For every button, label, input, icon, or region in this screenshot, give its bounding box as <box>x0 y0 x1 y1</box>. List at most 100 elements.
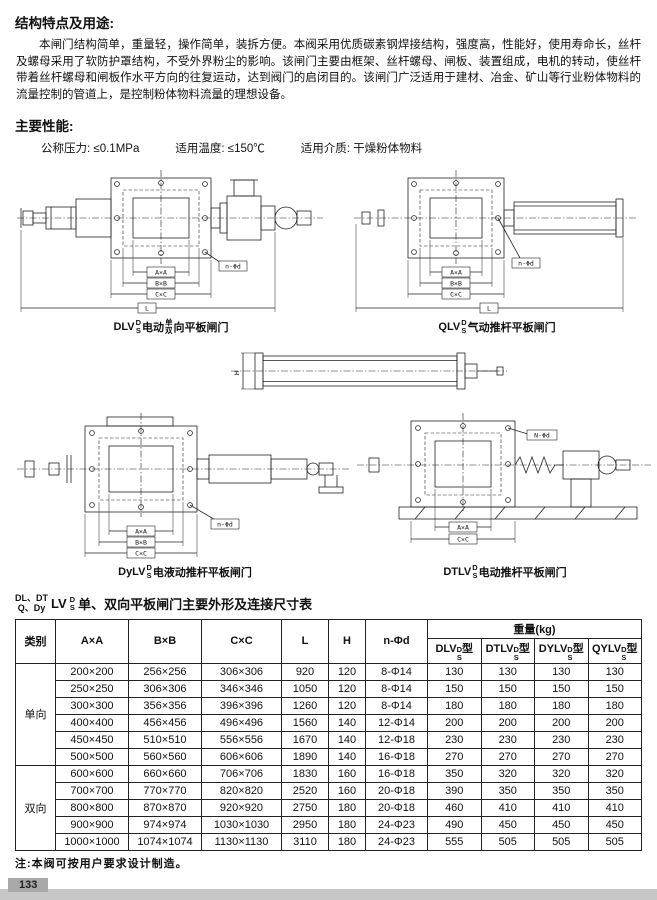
dim-cell: 820×820 <box>201 781 282 800</box>
bxb-label: B×B <box>135 539 147 547</box>
height-dimension: H <box>233 352 255 390</box>
dim-cell: 2750 <box>281 798 329 817</box>
dim-cell: 700×700 <box>55 781 129 800</box>
valve-body-outline <box>357 413 651 520</box>
dimension-lines: A×A B×B C×C L <box>20 230 276 314</box>
dim-cell: 450 <box>587 815 642 834</box>
dim-cell: 555 <box>427 832 482 851</box>
dim-cell: 1260 <box>281 696 329 715</box>
bolt-callout: n-Φd <box>204 251 248 272</box>
bolt-callout: n-Φd <box>497 217 541 269</box>
col-axa: A×A <box>55 619 129 664</box>
dim-cell: 974×974 <box>128 815 202 834</box>
col-nphid: n-Φd <box>365 619 428 664</box>
n-phi-d-label: n-Φd <box>225 263 241 271</box>
dimension-lines: A×A B×B C×C L <box>355 224 624 314</box>
dim-cell: 410 <box>480 798 535 817</box>
dim-cell: 505 <box>480 832 535 851</box>
section-title-performance: 主要性能: <box>15 119 74 134</box>
dim-cell: 1000×1000 <box>55 832 129 851</box>
dim-cell: 300×300 <box>55 696 129 715</box>
figure-dylv: n-Φd A×A B×B C×C DyLV <box>15 411 355 580</box>
dim-cell: 160 <box>328 781 366 800</box>
spec-medium: 适用介质: 干燥粉体物料 <box>300 143 423 155</box>
n-phi-d-label: n-Φd <box>217 521 233 529</box>
cxc-label: C×C <box>450 291 462 299</box>
dim-cell: 130 <box>587 662 642 681</box>
dim-cell: 560×560 <box>128 747 202 766</box>
dim-cell: 120 <box>328 679 366 698</box>
qlv-valve-drawing: n-Φd A×A B×B C×C <box>354 170 638 314</box>
dim-cell: 180 <box>328 815 366 834</box>
dim-cell: 1074×1074 <box>128 832 202 851</box>
dim-cell: 800×800 <box>55 798 129 817</box>
dim-cell: 390 <box>427 781 482 800</box>
valve-body-outline <box>17 413 351 517</box>
dim-cell: 320 <box>534 764 589 783</box>
h-label: H <box>233 371 241 375</box>
dim-cell: 230 <box>480 730 535 749</box>
dim-cell: 180 <box>328 798 366 817</box>
axa-label: A×A <box>155 269 167 277</box>
cylinder-drawing: H <box>230 352 507 390</box>
dim-cell: 450 <box>480 815 535 834</box>
valve-body-outline <box>354 170 638 264</box>
dim-cell: 306×306 <box>201 662 282 681</box>
category-cell: 单向 <box>15 662 56 766</box>
dim-cell: 200 <box>587 713 642 732</box>
axa-label: A×A <box>457 524 469 532</box>
dim-cell: 500×500 <box>55 747 129 766</box>
dim-cell: 410 <box>534 798 589 817</box>
dim-cell: 130 <box>480 662 535 681</box>
cxc-label: C×C <box>457 536 469 544</box>
intro-paragraph: 本闸门结构简单，重量轻，操作简单，装拆方便。本阀采用优质碳素钢焊接结构，强度高，… <box>16 39 641 101</box>
bxb-label: B×B <box>155 280 167 288</box>
dim-cell: 16-Φ18 <box>365 764 428 783</box>
dim-cell: 160 <box>328 764 366 783</box>
dim-cell: 460 <box>427 798 482 817</box>
dtlv-valve-drawing: N-Φd A×A C×C <box>357 413 651 545</box>
dim-cell: 1560 <box>281 713 329 732</box>
dim-cell: 490 <box>427 815 482 834</box>
dylv-valve-drawing: n-Φd A×A B×B C×C <box>17 413 351 559</box>
dim-cell: 2950 <box>281 815 329 834</box>
spec-pressure: 公称压力: ≤0.1MPa <box>41 143 140 155</box>
dim-cell: 505 <box>587 832 642 851</box>
dim-cell: 120 <box>328 662 366 681</box>
category-cell: 双向 <box>15 764 56 851</box>
dim-cell: 200 <box>480 713 535 732</box>
bolt-callout: n-Φd <box>189 504 240 530</box>
dimension-lines: A×A B×B C×C <box>84 494 198 559</box>
dim-cell: 140 <box>328 713 366 732</box>
axa-label: A×A <box>450 269 462 277</box>
dim-cell: 920×920 <box>201 798 282 817</box>
spec-temperature: 适用温度: ≤150℃ <box>175 143 265 155</box>
dlv-valve-drawing: n-Φd A×A B×B C×C <box>17 170 323 314</box>
cylinder-component-figure: H <box>135 341 602 401</box>
cxc-label: C×C <box>155 291 167 299</box>
dim-cell: 450×450 <box>55 730 129 749</box>
dim-cell: 1670 <box>281 730 329 749</box>
axa-label: A×A <box>135 528 147 536</box>
dim-cell: 2520 <box>281 781 329 800</box>
diagrams-row-1: n-Φd A×A B×B C×C <box>15 166 642 335</box>
